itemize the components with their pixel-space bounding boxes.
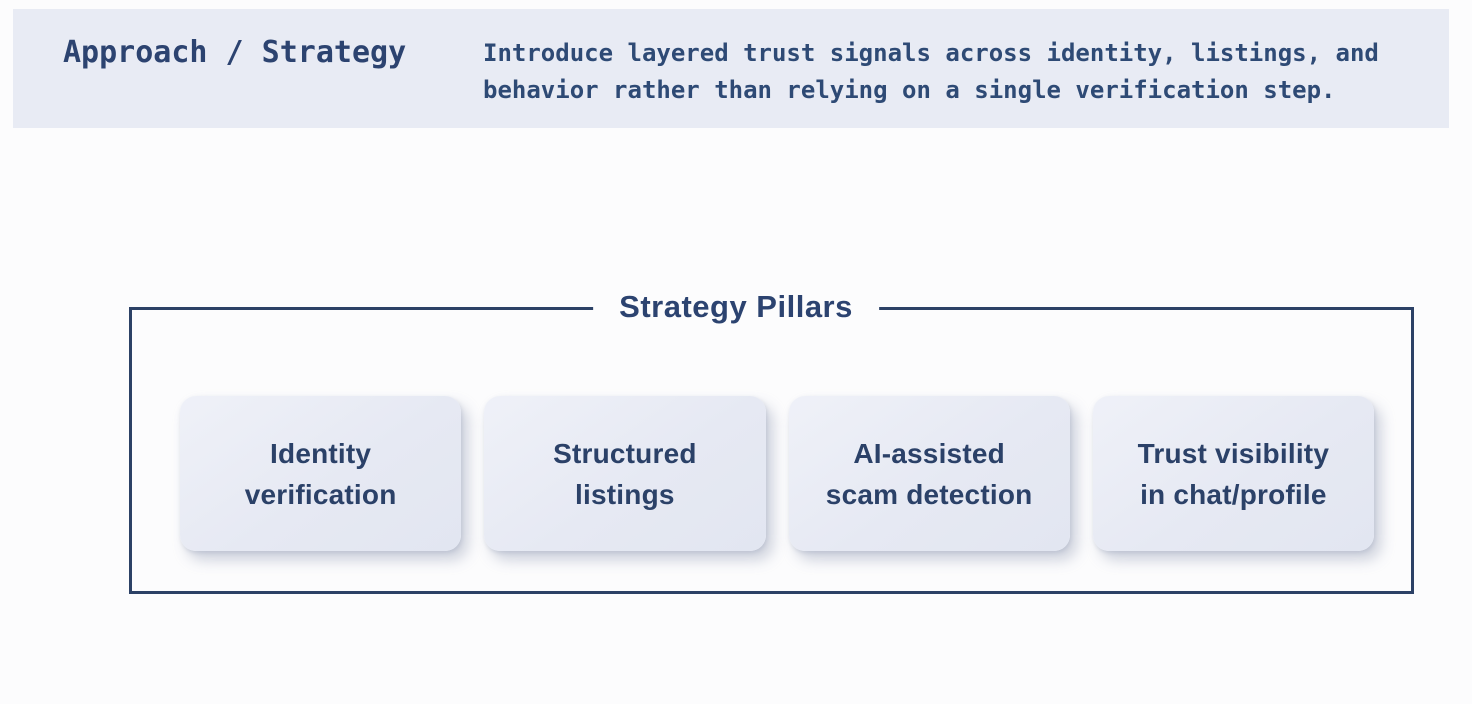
header-bar: Approach / Strategy Introduce layered tr…: [13, 9, 1449, 128]
pillar-card-ai-scam-detection: AI-assisted scam detection: [788, 396, 1070, 551]
pillar-card-structured-listings: Structured listings: [484, 396, 766, 551]
strategy-pillars-title: Strategy Pillars: [593, 287, 879, 327]
pillar-cards-row: Identity verification Structured listing…: [180, 396, 1374, 551]
strategy-pillars-box: Strategy Pillars Identity verification S…: [129, 287, 1414, 594]
pillar-card-label: Structured listings: [553, 437, 697, 510]
pillar-card-label: AI-assisted scam detection: [825, 437, 1033, 510]
header-description: Introduce layered trust signals across i…: [483, 39, 1379, 104]
pillar-card-label: Trust visibility in chat/profile: [1137, 437, 1330, 510]
pillar-card-label: Identity verification: [244, 437, 397, 510]
pillar-card-identity-verification: Identity verification: [180, 396, 462, 551]
pillar-card-trust-visibility: Trust visibility in chat/profile: [1092, 396, 1374, 551]
page-title: Approach / Strategy: [63, 35, 407, 70]
